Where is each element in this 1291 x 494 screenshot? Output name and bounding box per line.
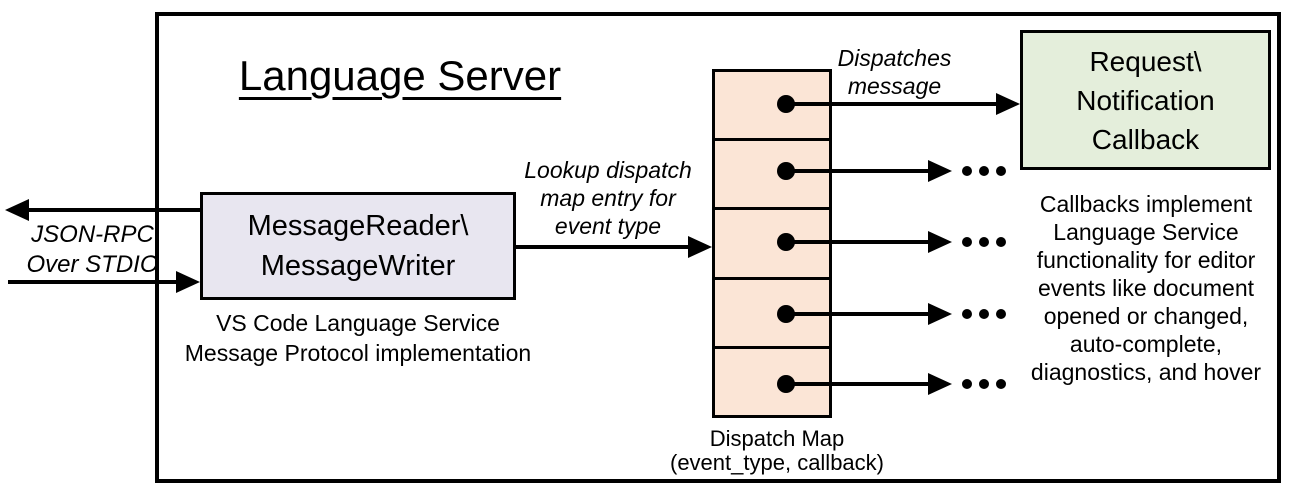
request-notification-callback-box: Request\ Notification Callback <box>1020 30 1271 170</box>
dispatch-map-caption-line1: Dispatch Map <box>709 426 845 451</box>
ellipsis-icon <box>962 309 1006 319</box>
callback-box-line3: Callback <box>1091 123 1200 155</box>
json-rpc-stdio-label-line2: Over STDIO <box>26 251 159 278</box>
json-rpc-stdio-label: JSON-RPC Over STDIO <box>25 220 160 280</box>
ellipsis-icon <box>962 166 1006 176</box>
dispatch-arrow-line <box>786 312 930 316</box>
dispatch-arrow-line <box>786 169 930 173</box>
dispatch-map-cell <box>715 72 829 142</box>
lookup-label-line3: event type <box>554 213 662 239</box>
dispatch-arrow-line <box>786 102 998 106</box>
reader-caption-line1: VS Code Language Service <box>216 310 500 336</box>
reader-caption: VS Code Language Service Message Protoco… <box>168 308 548 368</box>
dispatch-arrow-line <box>786 382 930 386</box>
language-server-boundary <box>155 12 1281 483</box>
stdio-in-arrowhead-icon <box>176 271 200 293</box>
callbacks-note-line6: auto-complete, <box>1069 331 1223 357</box>
json-rpc-stdio-label-line1: JSON-RPC <box>31 221 154 248</box>
dispatches-message-label: Dispatches message <box>832 44 957 100</box>
message-readerwriter-line2: MessageWriter <box>260 250 456 282</box>
dispatch-arrow-line <box>786 240 930 244</box>
callbacks-note-line5: opened or changed, <box>1043 303 1249 329</box>
ellipsis-icon <box>962 379 1006 389</box>
dispatch-arrowhead-icon <box>928 160 952 182</box>
lookup-label: Lookup dispatch map entry for event type <box>518 156 698 240</box>
dispatch-map-caption: Dispatch Map (event_type, callback) <box>637 427 917 475</box>
dispatch-map-cell <box>715 280 829 349</box>
message-readerwriter-box: MessageReader\ MessageWriter <box>200 192 516 300</box>
lookup-arrow-line <box>516 245 688 249</box>
message-readerwriter-line1: MessageReader\ <box>247 210 469 242</box>
dispatches-message-line2: message <box>847 73 942 99</box>
dispatch-arrowhead-icon <box>928 303 952 325</box>
lookup-label-line1: Lookup dispatch <box>524 157 692 183</box>
callbacks-note: Callbacks implement Language Service fun… <box>1014 190 1278 386</box>
reader-caption-line2: Message Protocol implementation <box>184 340 532 366</box>
dispatch-map-caption-line2: (event_type, callback) <box>670 450 884 475</box>
dispatches-message-line1: Dispatches <box>837 45 952 71</box>
stdio-in-arrow-line <box>8 280 178 284</box>
callback-box-line2: Notification <box>1076 84 1215 116</box>
stdio-out-arrow-line <box>25 208 200 212</box>
callbacks-note-line3: functionality for editor <box>1036 247 1256 273</box>
lookup-arrowhead-icon <box>688 236 712 258</box>
callbacks-note-line7: diagnostics, and hover <box>1030 359 1262 385</box>
callbacks-note-line2: Language Service <box>1053 219 1239 245</box>
dispatch-map-cell <box>715 210 829 280</box>
dispatch-map-cell <box>715 141 829 211</box>
ellipsis-icon <box>962 237 1006 247</box>
callbacks-note-line1: Callbacks implement <box>1039 191 1253 217</box>
diagram-title: Language Server <box>238 52 562 99</box>
lookup-label-line2: map entry for <box>540 185 676 211</box>
callbacks-note-line4: events like document <box>1037 275 1255 301</box>
dispatch-arrowhead-icon <box>996 93 1020 115</box>
dispatch-arrowhead-icon <box>928 373 952 395</box>
stdio-out-arrowhead-icon <box>5 199 29 221</box>
callback-box-line1: Request\ <box>1089 45 1202 77</box>
dispatch-arrowhead-icon <box>928 231 952 253</box>
